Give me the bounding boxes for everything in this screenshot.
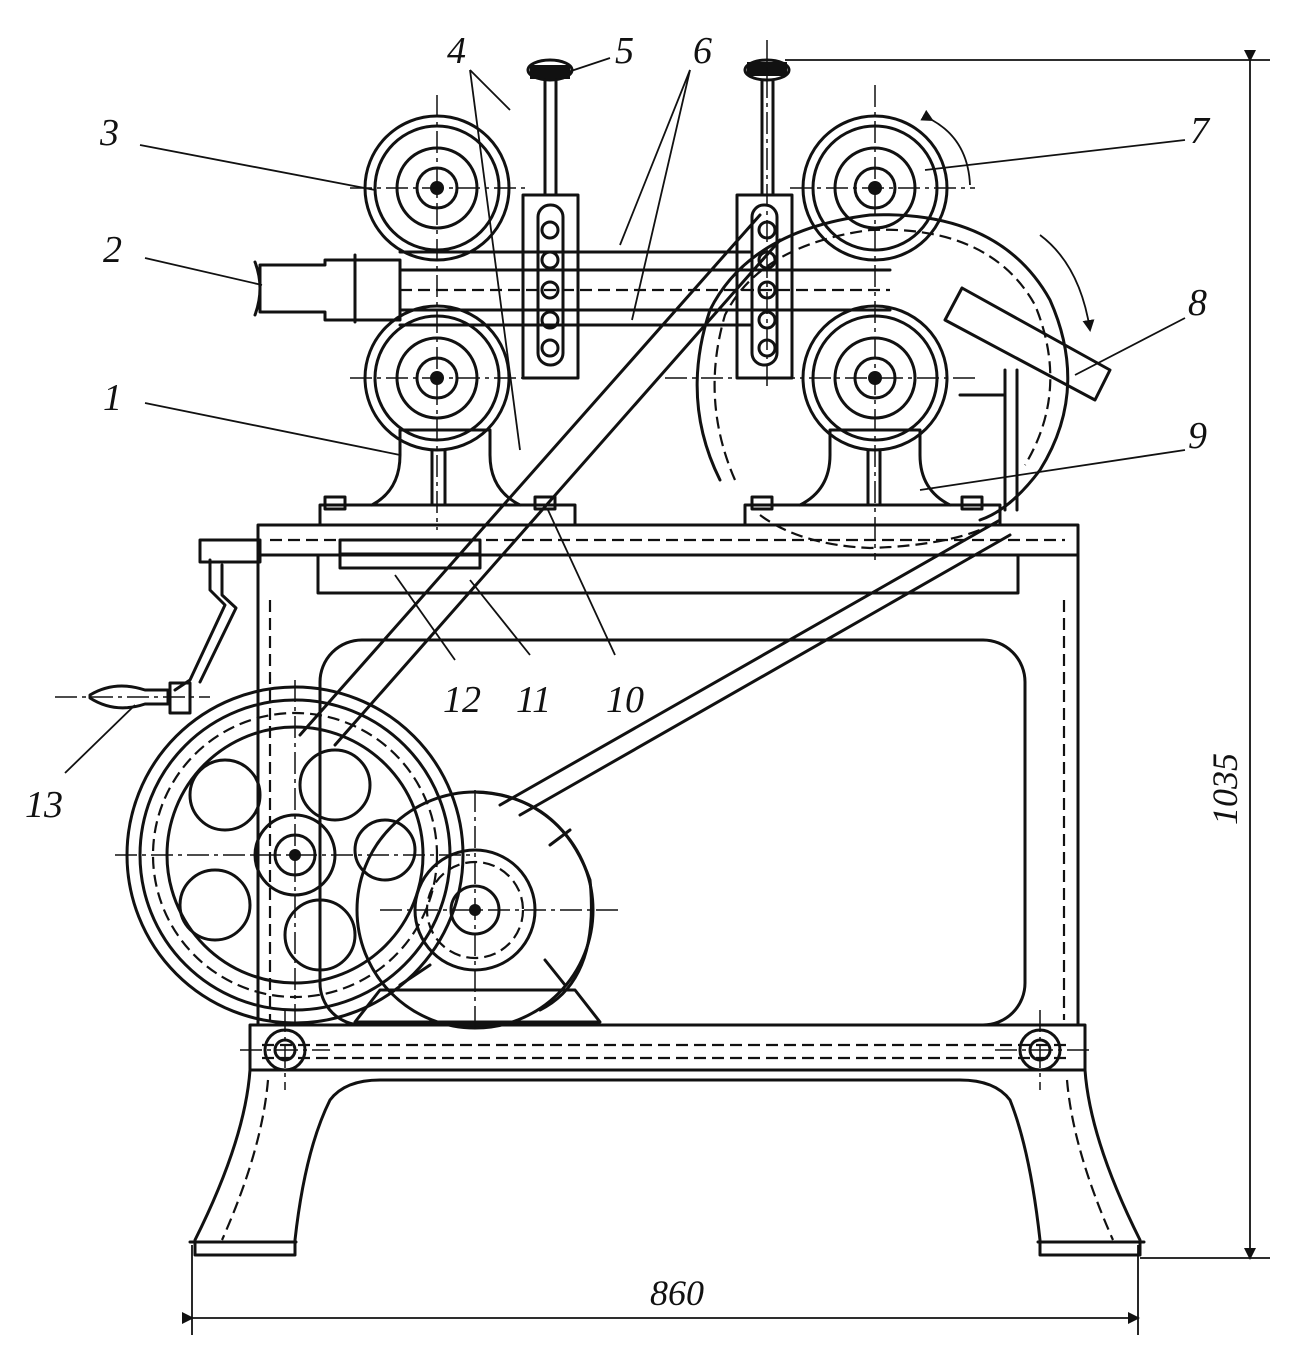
- hand-crank: [55, 681, 210, 715]
- pressure-screw-right: [735, 40, 794, 390]
- label-11: 11: [516, 679, 551, 721]
- dimension-lines: [182, 50, 1270, 1335]
- motor-gearbox: [353, 790, 620, 1030]
- label-7: 7: [1190, 110, 1211, 152]
- workpiece-shaft: [253, 250, 892, 327]
- label-4: 4: [447, 30, 466, 72]
- label-1: 1: [103, 377, 122, 419]
- label-13: 13: [25, 784, 63, 826]
- left-roll-stand: [318, 95, 577, 530]
- dimension-width-label: 860: [650, 1273, 704, 1313]
- pressure-screw-left: [521, 58, 580, 380]
- drive-belt: [298, 213, 1012, 817]
- label-5: 5: [615, 30, 634, 72]
- leader-lines: [64, 57, 1186, 774]
- label-3: 3: [99, 112, 119, 154]
- flywheel: [115, 680, 470, 1030]
- label-8: 8: [1188, 282, 1207, 324]
- slide-mechanism: [173, 538, 482, 692]
- label-12: 12: [443, 679, 481, 721]
- right-roll-stand: [665, 85, 1112, 560]
- machine-frame: [188, 523, 1146, 1257]
- label-10: 10: [606, 679, 644, 721]
- dimension-height-label: 1035: [1205, 753, 1245, 825]
- label-9: 9: [1188, 415, 1207, 457]
- label-2: 2: [103, 229, 122, 271]
- label-6: 6: [693, 30, 712, 72]
